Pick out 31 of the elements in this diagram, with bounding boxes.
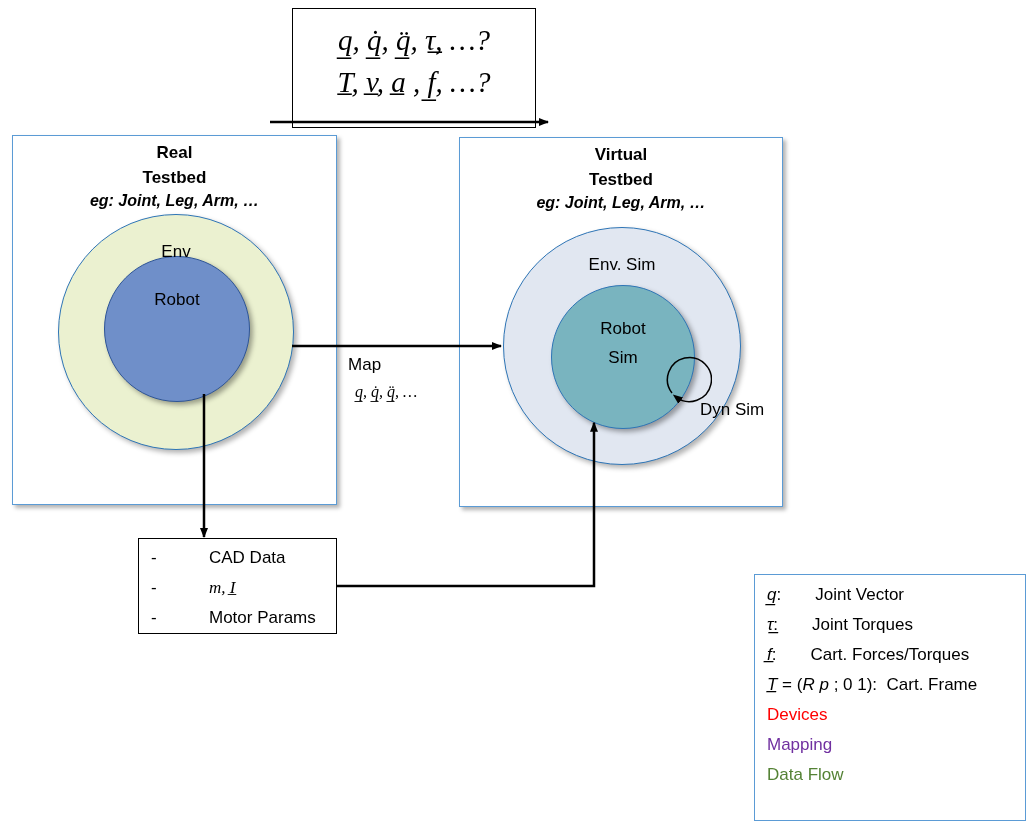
list-item: m, I̲ [209,577,238,599]
question-box [292,8,536,128]
circle-label: Env. Sim [588,254,656,276]
list-item: CAD Data [209,547,287,569]
panel-subtitle: eg: Joint, Leg, Arm, … [536,193,706,213]
panel-title: Real Testbed [141,142,208,189]
arrow [292,342,502,350]
node-caption: Dyn Sim [700,399,765,421]
circle-label: Robot Sim [599,318,647,369]
panel-subtitle: eg: Joint, Leg, Arm, … [89,191,260,211]
circle-label: Env [161,241,191,263]
legend-entry: τ̲: Joint Torques [767,614,914,636]
legend-entry: Data Flow [767,764,845,786]
legend-entry: T̲ = (R p ; 0 1): Cart. Frame [767,674,979,696]
formula-text: q̲, q̲̇, q̲̈, τ̲, …? [337,21,491,59]
legend-entry: Devices [767,704,829,726]
circle-label: Robot [153,289,201,311]
list-dash: - [151,577,158,599]
testbed-panel [459,137,783,507]
panel-title: Virtual Testbed [588,144,654,191]
arrow [200,394,208,538]
testbed-panel [12,135,337,505]
formula-text: T̲, v̲, a̲ , f̲, …? [337,63,491,101]
legend-entry: q̲: Joint Vector [767,584,906,607]
arrow [337,421,598,588]
data-list-box [138,538,337,634]
list-dash: - [151,607,158,629]
list-dash: - [151,547,158,569]
legend-entry: Mapping [767,734,834,756]
list-item: Motor Params [209,607,317,629]
formula-label: q̲, q̲̇, q̲̈, … [355,382,418,404]
